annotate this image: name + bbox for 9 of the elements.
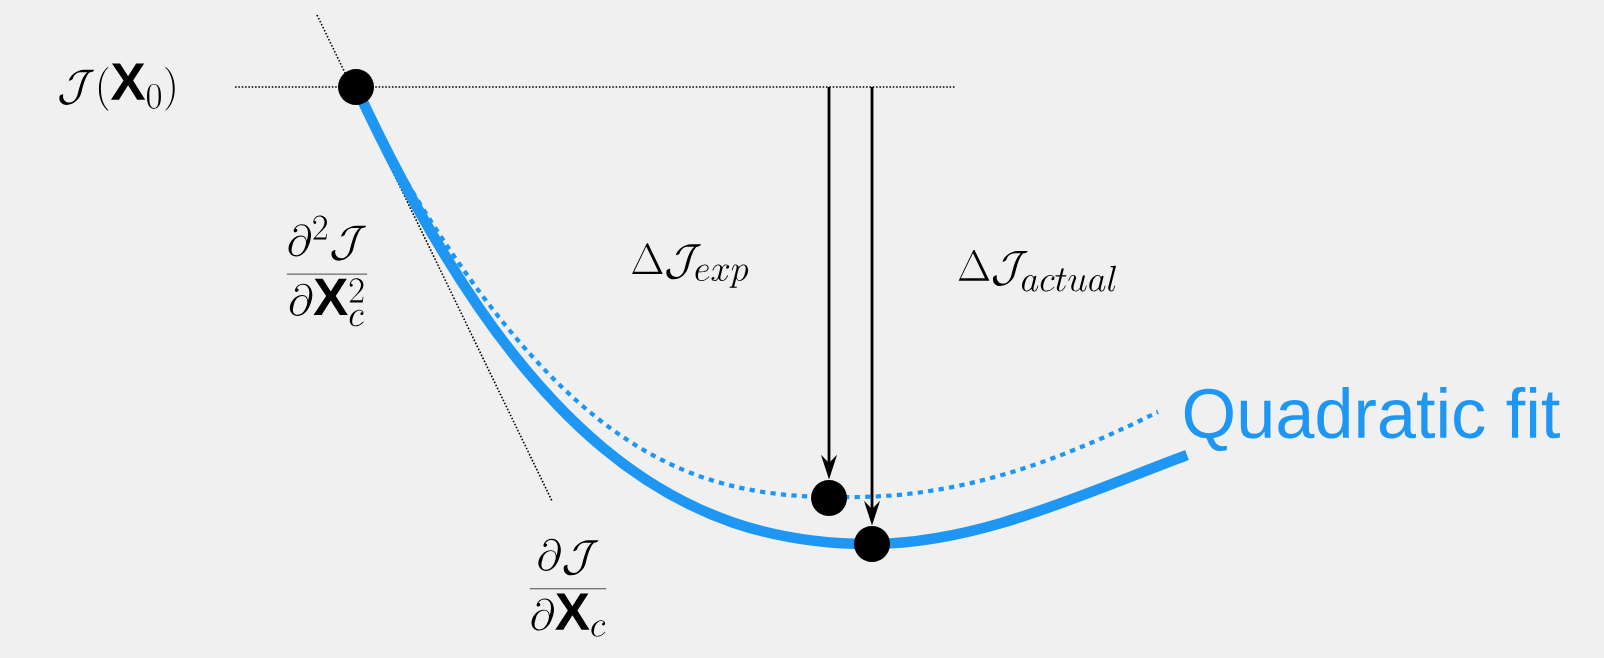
- formula-label: $\frac{\partial\mathcal{J}}{\partial\mathbf{X}_c}$: [529, 538, 607, 637]
- dot: [854, 526, 890, 562]
- formula-label: $\mathcal{J}(\mathbf{X}_0)$: [59, 63, 175, 111]
- dot: [338, 69, 374, 105]
- edge-label: $\Delta\mathcal{J}_{exp}$: [632, 243, 749, 288]
- formula-label: $\frac{\partial^2\mathcal{J}}{\partial\mathbf{X}_c^2}$: [286, 215, 368, 327]
- edge-label: $\Delta\mathcal{J}_{actual}$: [958, 249, 1116, 292]
- dot: [811, 480, 847, 516]
- curve-label: Quadratic fit: [1184, 386, 1560, 452]
